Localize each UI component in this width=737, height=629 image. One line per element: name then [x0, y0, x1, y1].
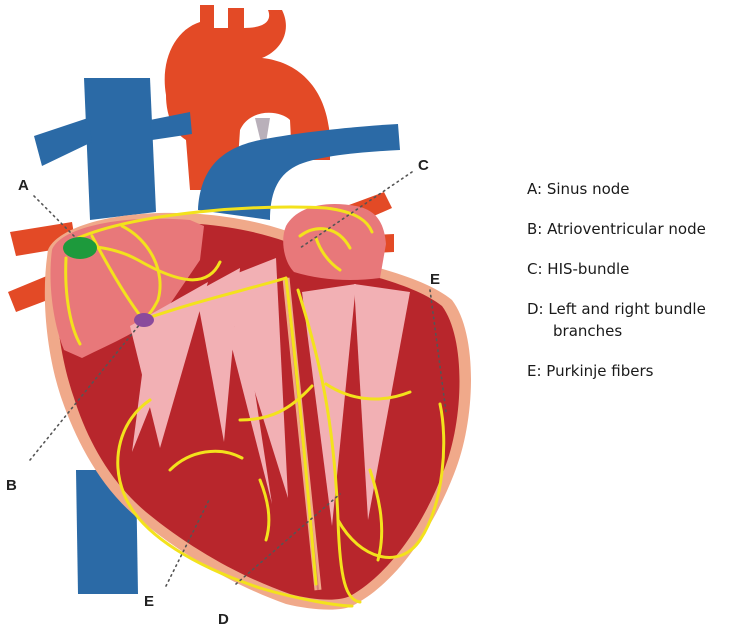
- legend-text: E: Purkinje fibers: [527, 362, 653, 380]
- legend-text: B: Atrioventricular node: [527, 220, 706, 238]
- legend-text: C: HIS-bundle: [527, 260, 629, 278]
- marker-c: C: [418, 157, 429, 174]
- legend-text: D: Left and right bundle: [527, 300, 706, 318]
- legend-item-his-bundle: C: HIS-bundle: [527, 258, 732, 280]
- legend-item-sinus-node: A: Sinus node: [527, 178, 732, 200]
- av-node: [134, 313, 154, 327]
- marker-d: D: [218, 611, 229, 628]
- marker-e-bottom: E: [144, 593, 154, 610]
- legend: A: Sinus node B: Atrioventricular node C…: [527, 178, 732, 400]
- legend-item-av-node: B: Atrioventricular node: [527, 218, 732, 240]
- marker-a: A: [18, 177, 29, 194]
- legend-item-purkinje-fibers: E: Purkinje fibers: [527, 360, 732, 382]
- sinus-node: [63, 237, 97, 259]
- legend-text: A: Sinus node: [527, 180, 630, 198]
- legend-item-bundle-branches: D: Left and right bundle branches: [527, 298, 732, 342]
- marker-b: B: [6, 477, 17, 494]
- legend-text-continued: branches: [527, 320, 732, 342]
- marker-e-right: E: [430, 271, 440, 288]
